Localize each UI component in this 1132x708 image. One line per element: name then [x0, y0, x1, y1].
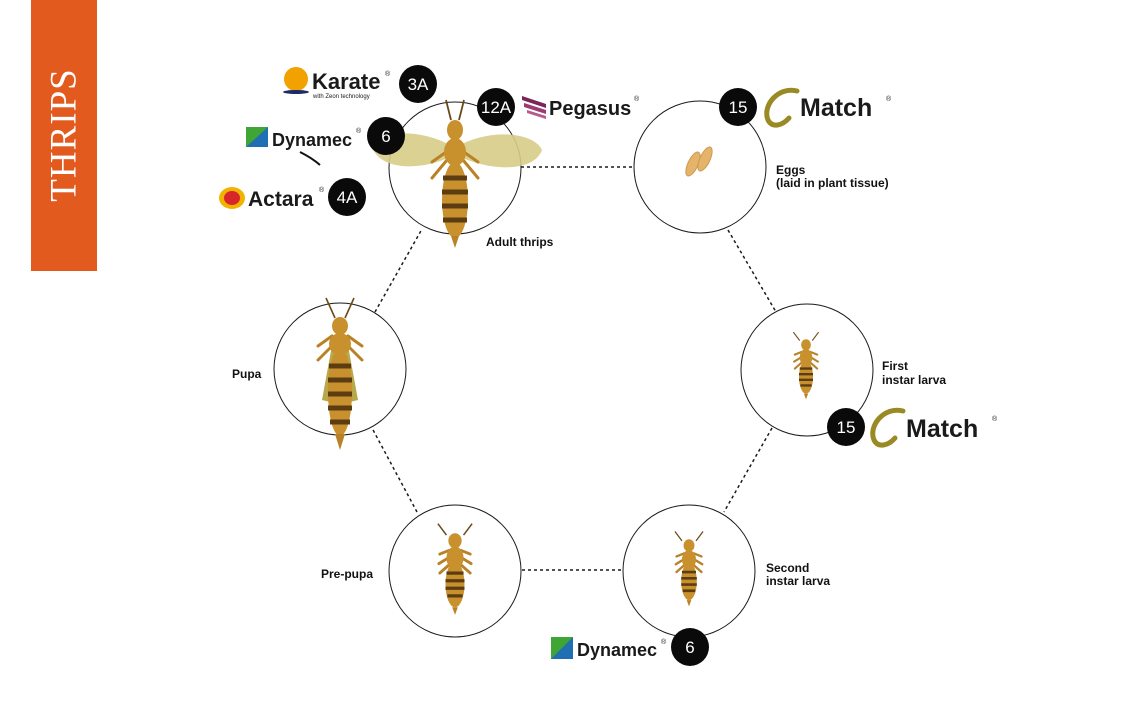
stage-pupa: Pupa — [232, 297, 407, 450]
stage-first-instar-larva: First instar larva — [740, 303, 946, 437]
match-name: Match — [800, 94, 872, 122]
registered-mark: ® — [356, 127, 362, 135]
product-dynamec-bottom[interactable]: Dynamec ® 6 — [551, 628, 709, 666]
stage-label-second-instar: Second — [766, 561, 809, 575]
pegasus-logo-icon — [522, 96, 546, 119]
match-logo-icon — [764, 87, 800, 128]
product-dynamec-top[interactable]: Dynamec ® 6 — [246, 117, 405, 166]
irac-badge — [827, 408, 865, 446]
karate-tagline: with Zeon technology — [312, 94, 370, 100]
stage-second-instar-larva: Second instar larva — [622, 504, 830, 638]
product-match-larva[interactable]: 15 Match ® — [827, 407, 998, 448]
product-pegasus[interactable]: 12A Pegasus ® — [477, 88, 640, 126]
irac-group-actara: 4A — [337, 188, 358, 207]
stage-label-first-instar-detail: instar larva — [882, 373, 946, 387]
irac-group-match-larva: 15 — [837, 418, 856, 437]
product-actara[interactable]: Actara ® 4A — [219, 178, 366, 216]
registered-mark: ® — [992, 415, 998, 423]
irac-group-pegasus: 12A — [481, 98, 512, 117]
irac-group-match-eggs: 15 — [729, 98, 748, 117]
pegasus-name: Pegasus — [549, 98, 631, 120]
stage-eggs: Eggs (laid in plant tissue) — [633, 100, 889, 234]
egg-icon — [685, 146, 713, 177]
product-match-eggs[interactable]: 15 Match ® — [719, 87, 892, 128]
stage-pre-pupa: Pre-pupa — [321, 504, 522, 638]
dynamec-logo-icon — [246, 127, 268, 147]
product-karate[interactable]: Karate ® with Zeon technology 3A — [283, 65, 437, 103]
irac-badge — [719, 88, 757, 126]
irac-group-dynamec-top: 6 — [381, 127, 390, 146]
stage-label-second-instar-detail: instar larva — [766, 574, 830, 588]
thrips-insect-icon — [316, 297, 364, 450]
stage-label-pre-pupa: Pre-pupa — [321, 567, 373, 581]
irac-badge — [367, 117, 405, 155]
stage-adult: Adult thrips — [372, 99, 554, 249]
registered-mark: ® — [319, 186, 325, 194]
karate-name: Karate — [312, 69, 380, 94]
stage-label-eggs-detail: (laid in plant tissue) — [776, 176, 889, 190]
irac-badge — [477, 88, 515, 126]
pointer-line — [299, 151, 321, 166]
karate-logo-icon — [283, 67, 309, 94]
title-tab: THRIPS — [31, 0, 97, 271]
stage-label-first-instar: First — [882, 359, 908, 373]
dynamec-name: Dynamec — [272, 130, 352, 150]
irac-badge — [328, 178, 366, 216]
dynamec-name: Dynamec — [577, 640, 657, 660]
irac-group-dynamec-bottom: 6 — [685, 638, 694, 657]
irac-badge — [671, 628, 709, 666]
stage-label-eggs: Eggs — [776, 163, 806, 177]
match-name: Match — [906, 415, 978, 443]
actara-logo-icon — [219, 187, 245, 209]
stage-label-pupa: Pupa — [232, 367, 262, 381]
registered-mark: ® — [385, 70, 391, 78]
registered-mark: ® — [661, 638, 667, 646]
dynamec-logo-icon — [551, 637, 573, 659]
registered-mark: ® — [634, 95, 640, 103]
match-logo-icon — [870, 407, 906, 448]
cycle-connectors — [371, 166, 777, 571]
registered-mark: ® — [886, 95, 892, 103]
thrips-insect-icon — [372, 99, 542, 248]
irac-group-karate: 3A — [408, 75, 429, 94]
stage-label-adult: Adult thrips — [486, 235, 554, 249]
irac-badge — [399, 65, 437, 103]
actara-name: Actara — [248, 188, 314, 211]
